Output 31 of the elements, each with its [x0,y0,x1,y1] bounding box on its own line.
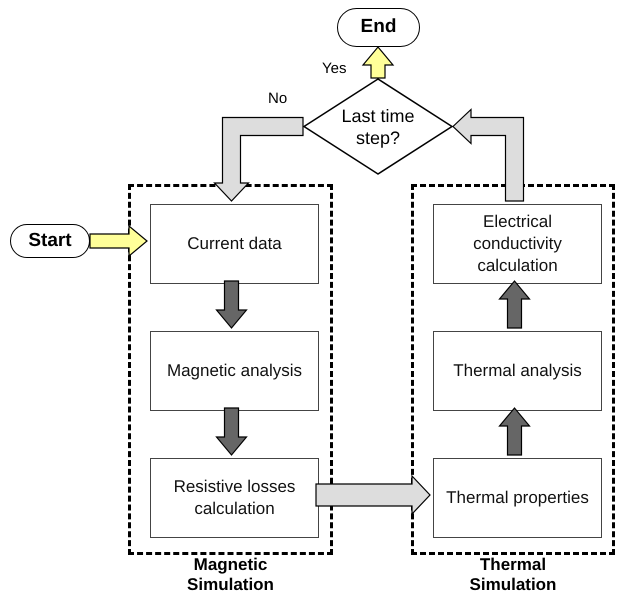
terminal-shape [337,8,420,47]
block-arrow [315,474,431,516]
edge-label: Yes [322,59,346,79]
node-label: Current data [187,233,282,255]
block-arrow [215,407,248,456]
node-label: Last time step? [340,104,416,148]
process-box [433,458,602,538]
block-arrow [213,116,304,202]
process-box [433,204,602,284]
node-label: Electrical conductivity calculation [472,211,563,277]
block-arrow [215,280,248,329]
node-label: Thermal properties [446,487,589,509]
block-arrow [498,407,531,456]
decision-diamond [303,78,453,175]
process-box [150,331,319,411]
node-label: Resistive losses calculation [172,476,296,520]
block-arrow [498,280,531,329]
edge-label: No [268,89,288,109]
process-box [150,458,319,538]
terminal-shape [10,224,90,258]
block-arrow [89,224,148,258]
node-label: Thermal Simulation [468,555,558,595]
block-arrow [452,108,524,202]
process-box [150,204,319,284]
node-label: End [360,15,396,40]
node-label: Magnetic analysis [166,360,302,382]
node-label: Thermal analysis [453,360,582,382]
node-label: Magnetic Simulation [186,555,275,595]
node-label: Start [28,228,72,253]
process-box [433,331,602,411]
block-arrow [362,46,394,79]
